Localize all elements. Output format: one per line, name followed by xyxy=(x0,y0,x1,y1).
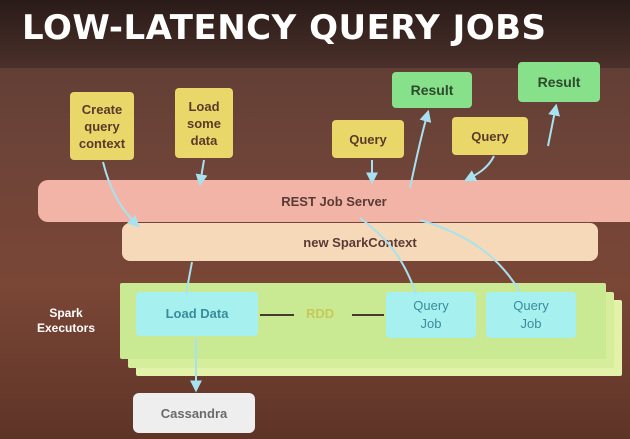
arrow-query2-to-server xyxy=(463,155,495,182)
slide-title: LOW-LATENCY QUERY JOBS xyxy=(22,8,547,48)
arrow-create-to-context xyxy=(102,161,140,228)
spark-executors-label: Spark Executors xyxy=(36,306,96,335)
spark-context-label: new SparkContext xyxy=(303,234,417,250)
rdd-label: RDD xyxy=(306,306,335,321)
title-band xyxy=(0,0,630,68)
load-data-box: Load Data xyxy=(136,292,258,336)
load-some-data-label: Load some data xyxy=(187,98,221,148)
line-server-to-queryjob2 xyxy=(419,219,521,293)
query-job-box-1: Query Job xyxy=(386,292,476,338)
result-label-1: Result xyxy=(410,82,454,98)
query-label-2: Query xyxy=(471,128,509,144)
create-query-context-label: Create query context xyxy=(78,101,126,151)
line-context-to-loaddata xyxy=(185,261,193,295)
result-box-1: Result xyxy=(392,72,472,108)
arrow-server-to-result1 xyxy=(409,109,432,189)
load-data-label: Load Data xyxy=(165,306,229,321)
cassandra-label: Cassandra xyxy=(160,405,228,421)
query-box-1: Query xyxy=(332,120,404,158)
rest-job-server-label: REST Job Server xyxy=(281,193,387,209)
result-box-2: Result xyxy=(518,62,600,102)
arrow-server-to-result2 xyxy=(547,103,561,147)
query-job-box-2: Query Job xyxy=(486,292,576,338)
result-label-2: Result xyxy=(537,74,581,90)
cassandra-box: Cassandra xyxy=(133,393,255,433)
arrow-load-to-server xyxy=(195,159,208,187)
create-query-context-box: Create query context xyxy=(70,92,134,160)
query-label-1: Query xyxy=(349,131,387,147)
spark-context-band: new SparkContext xyxy=(122,223,598,261)
query-job-label-2: Query Job xyxy=(513,298,549,331)
load-some-data-box: Load some data xyxy=(175,88,233,158)
query-job-label-1: Query Job xyxy=(413,298,449,331)
query-box-2: Query xyxy=(452,117,528,155)
line-server-to-queryjob1 xyxy=(359,217,417,295)
